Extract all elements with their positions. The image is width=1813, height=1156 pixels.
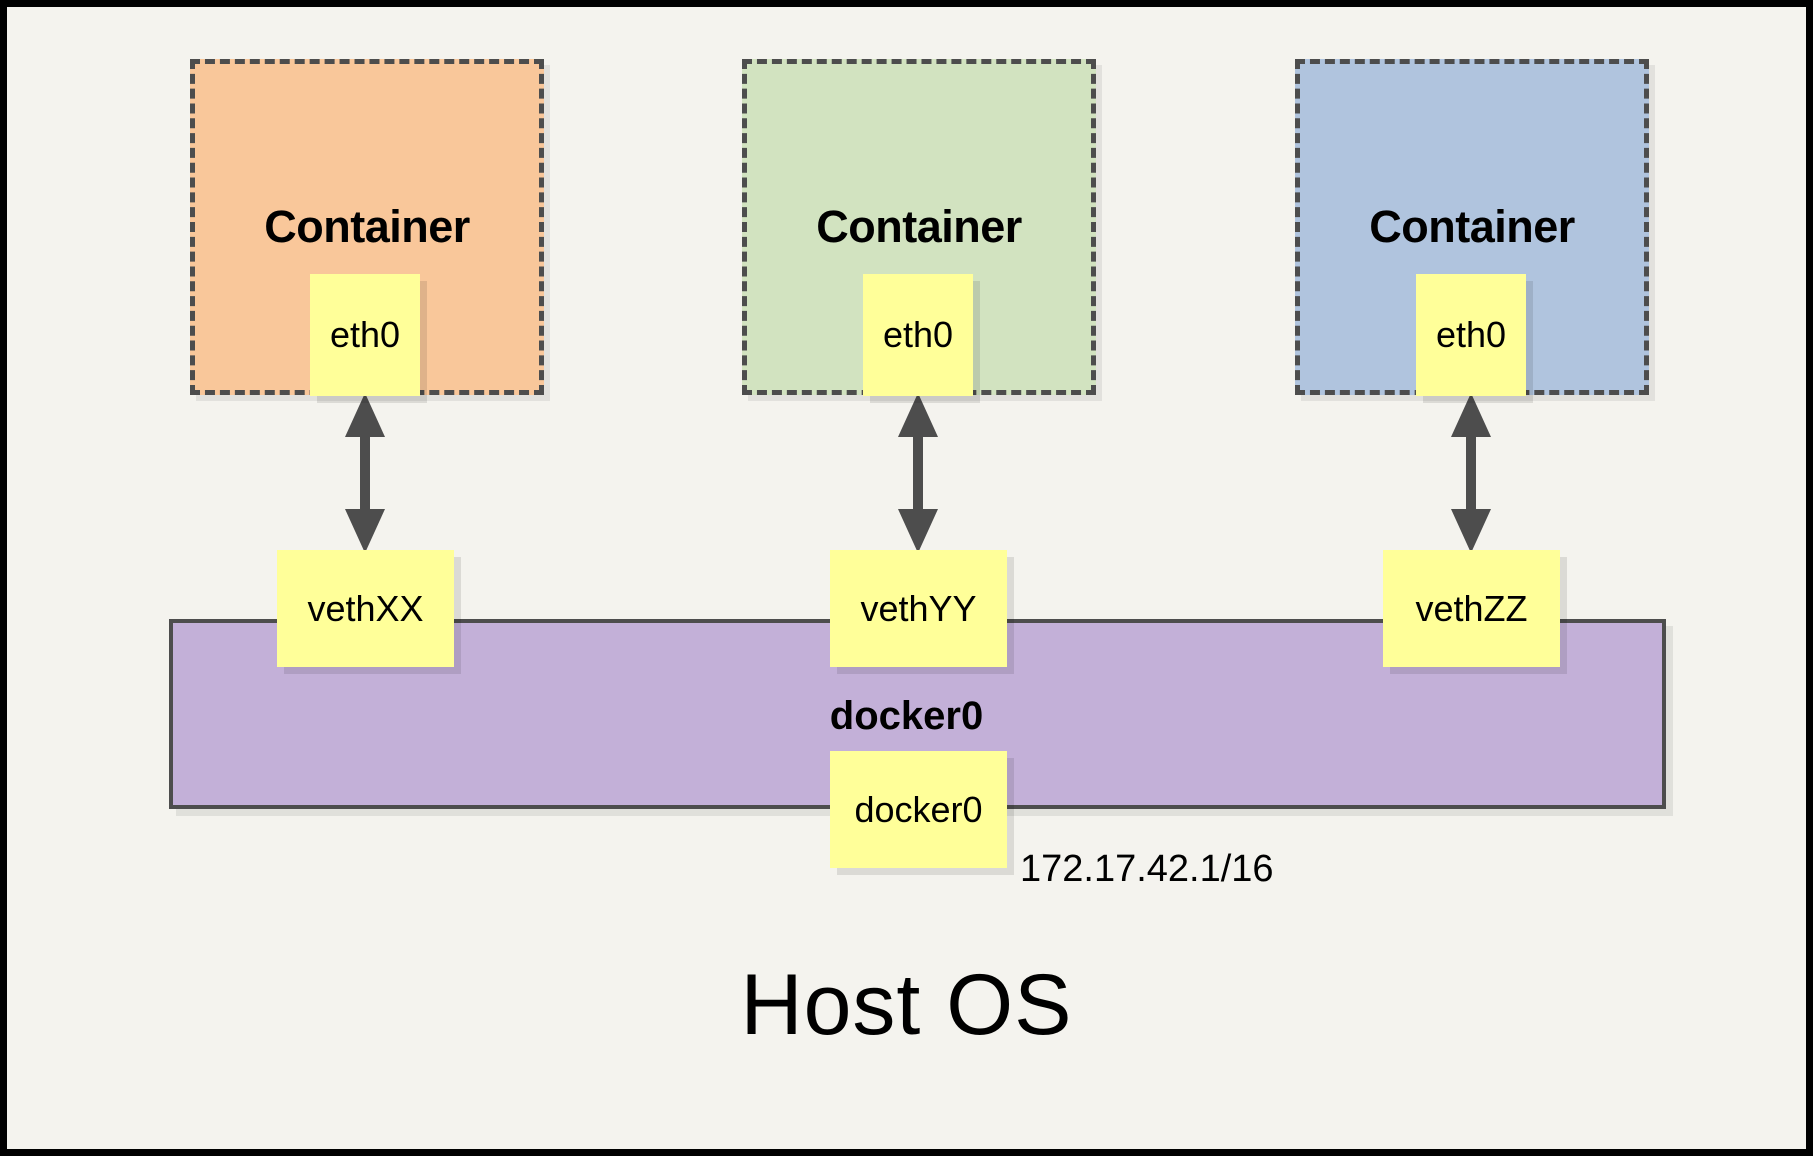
host-os-label: Host OS bbox=[740, 957, 1073, 1053]
container-eth0-1[interactable]: eth0 bbox=[310, 274, 420, 396]
container-title-3: Container bbox=[1369, 201, 1575, 252]
docker0-interface-box[interactable]: docker0 bbox=[830, 751, 1007, 868]
container-eth0-2[interactable]: eth0 bbox=[863, 274, 973, 396]
container-title-2: Container bbox=[816, 201, 1022, 252]
veth-box-1[interactable]: vethXX bbox=[277, 550, 454, 667]
veth-link-arrow-2 bbox=[898, 393, 938, 553]
container-eth0-3[interactable]: eth0 bbox=[1416, 274, 1526, 396]
veth-link-arrow-1 bbox=[345, 393, 385, 553]
veth-link-arrow-3 bbox=[1451, 393, 1491, 553]
veth-box-3[interactable]: vethZZ bbox=[1383, 550, 1560, 667]
docker0-bridge-label: docker0 bbox=[829, 694, 984, 738]
container-title-1: Container bbox=[264, 201, 470, 252]
docker0-ip-address: 172.17.42.1/16 bbox=[1020, 848, 1274, 890]
veth-box-2[interactable]: vethYY bbox=[830, 550, 1007, 667]
